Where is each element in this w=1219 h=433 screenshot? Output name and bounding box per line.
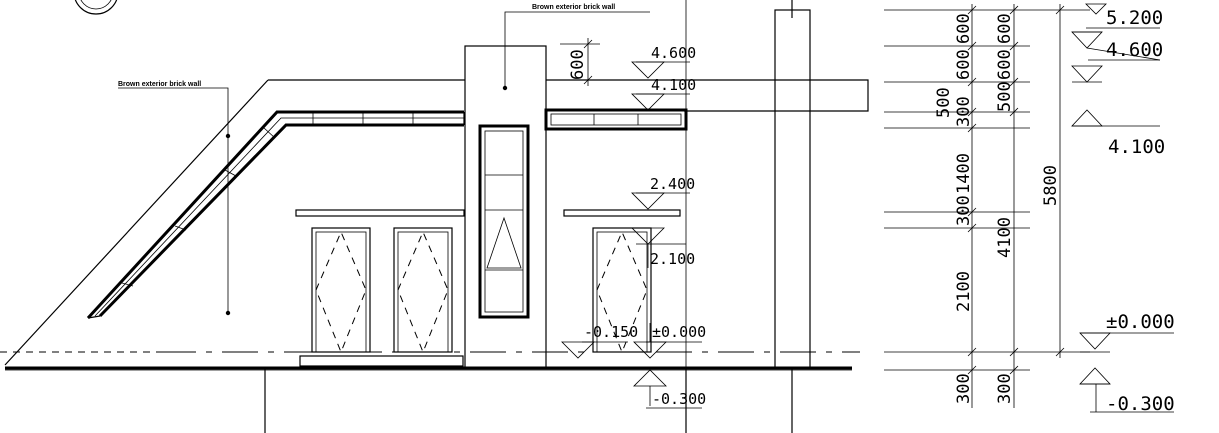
elev-4100: 4.100 — [651, 76, 696, 94]
double-door — [311, 227, 453, 354]
left-wall-annotation: Brown exterior brick wall — [118, 81, 231, 316]
dim-c1-1: 600 — [954, 49, 974, 80]
dim-c1-4: 1400 — [954, 153, 974, 194]
level-4600: 4.600 — [1106, 39, 1163, 61]
dim-c3-0: 5800 — [1041, 165, 1061, 206]
level-4100: 4.100 — [1108, 136, 1165, 158]
dim-c1-2: 500 — [934, 87, 954, 118]
dimension-chains: 600 600 500 300 1400 300 2100 300 600 60… — [884, 4, 1090, 408]
elev-0000: ±0.000 — [652, 323, 706, 341]
dim-c2-1: 600 — [995, 49, 1015, 80]
elev-4600: 4.600 — [651, 44, 696, 62]
level-0000: ±0.000 — [1106, 311, 1175, 333]
top-wall-note: Brown exterior brick wall — [532, 4, 615, 11]
diagonal-roof-outline — [4, 79, 465, 366]
elev-m0150: -0.150 — [584, 323, 638, 341]
right-level-markers: 5.200 4.600 4.100 ±0.000 -0.300 — [1071, 3, 1175, 415]
ground-lines — [0, 351, 860, 433]
dim-c1-5: 300 — [954, 195, 974, 226]
dim-c1-7: 300 — [954, 373, 974, 404]
dim-c2-3: 4100 — [995, 217, 1015, 258]
left-wall-note: Brown exterior brick wall — [118, 81, 201, 88]
dim-600-top: 600 — [560, 38, 600, 86]
step — [299, 355, 464, 367]
level-m0300: -0.300 — [1106, 393, 1175, 415]
dim-c2-0: 600 — [995, 13, 1015, 44]
elev-m0300: -0.300 — [652, 390, 706, 408]
detail-marker — [74, 0, 118, 15]
central-pillar — [464, 45, 547, 369]
right-beam — [544, 79, 869, 131]
canopies — [295, 209, 681, 217]
dim-c2-2: 500 — [995, 81, 1015, 112]
diagonal-window-band — [86, 110, 465, 320]
elev-2400: 2.400 — [650, 175, 695, 193]
dimension-ticks — [967, 5, 1065, 375]
dim-c1-0: 600 — [954, 13, 974, 44]
dim-600-label: 600 — [568, 49, 588, 80]
tall-column — [774, 0, 811, 369]
dim-c1-6: 2100 — [954, 271, 974, 312]
dim-c1-3: 300 — [954, 96, 974, 127]
level-5200: 5.200 — [1106, 7, 1163, 29]
single-door — [592, 227, 652, 354]
dim-c2-4: 300 — [995, 373, 1015, 404]
top-wall-annotation: Brown exterior brick wall — [504, 4, 650, 86]
elevation-markers: 4.600 4.100 2.400 2.100 -0.150 ±0.000 -0… — [561, 0, 706, 433]
elev-2100: 2.100 — [650, 250, 695, 268]
